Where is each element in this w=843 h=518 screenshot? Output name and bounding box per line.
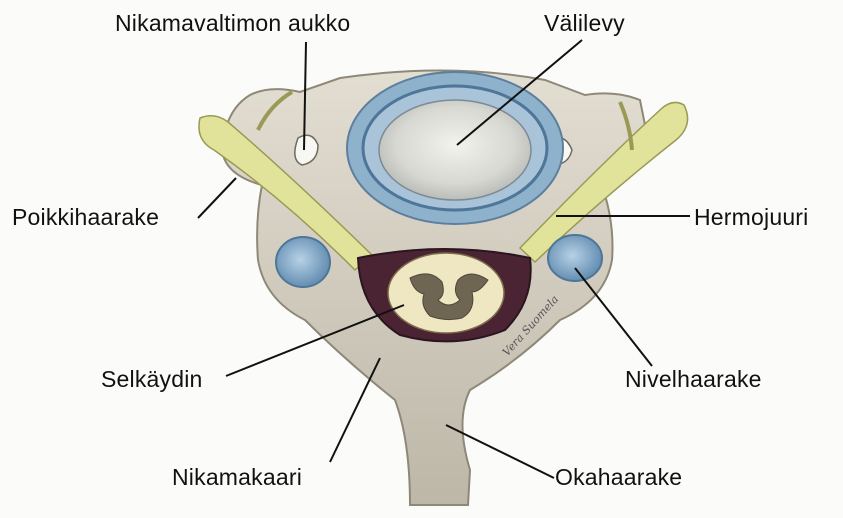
left-articular-facet [276,237,330,287]
leader-articular [575,268,652,366]
disc-nucleus [379,100,531,200]
label-spinal-cord: Selkäydin [101,366,203,393]
label-articular-process: Nivelhaarake [625,366,762,393]
leader-transverse [198,178,236,218]
label-disc: Välilevy [544,10,625,37]
right-articular-facet [548,235,602,281]
spinal-cord [388,253,504,333]
label-nerve-root: Hermojuuri [694,204,808,231]
leader-lamina [330,358,380,462]
label-spinous-process: Okahaarake [555,464,682,491]
label-vertebral-arch: Nikamakaari [172,464,302,491]
label-vertebral-artery-foramen: Nikamavaltimon aukko [115,10,350,37]
label-transverse-process: Poikkihaarake [12,204,159,231]
